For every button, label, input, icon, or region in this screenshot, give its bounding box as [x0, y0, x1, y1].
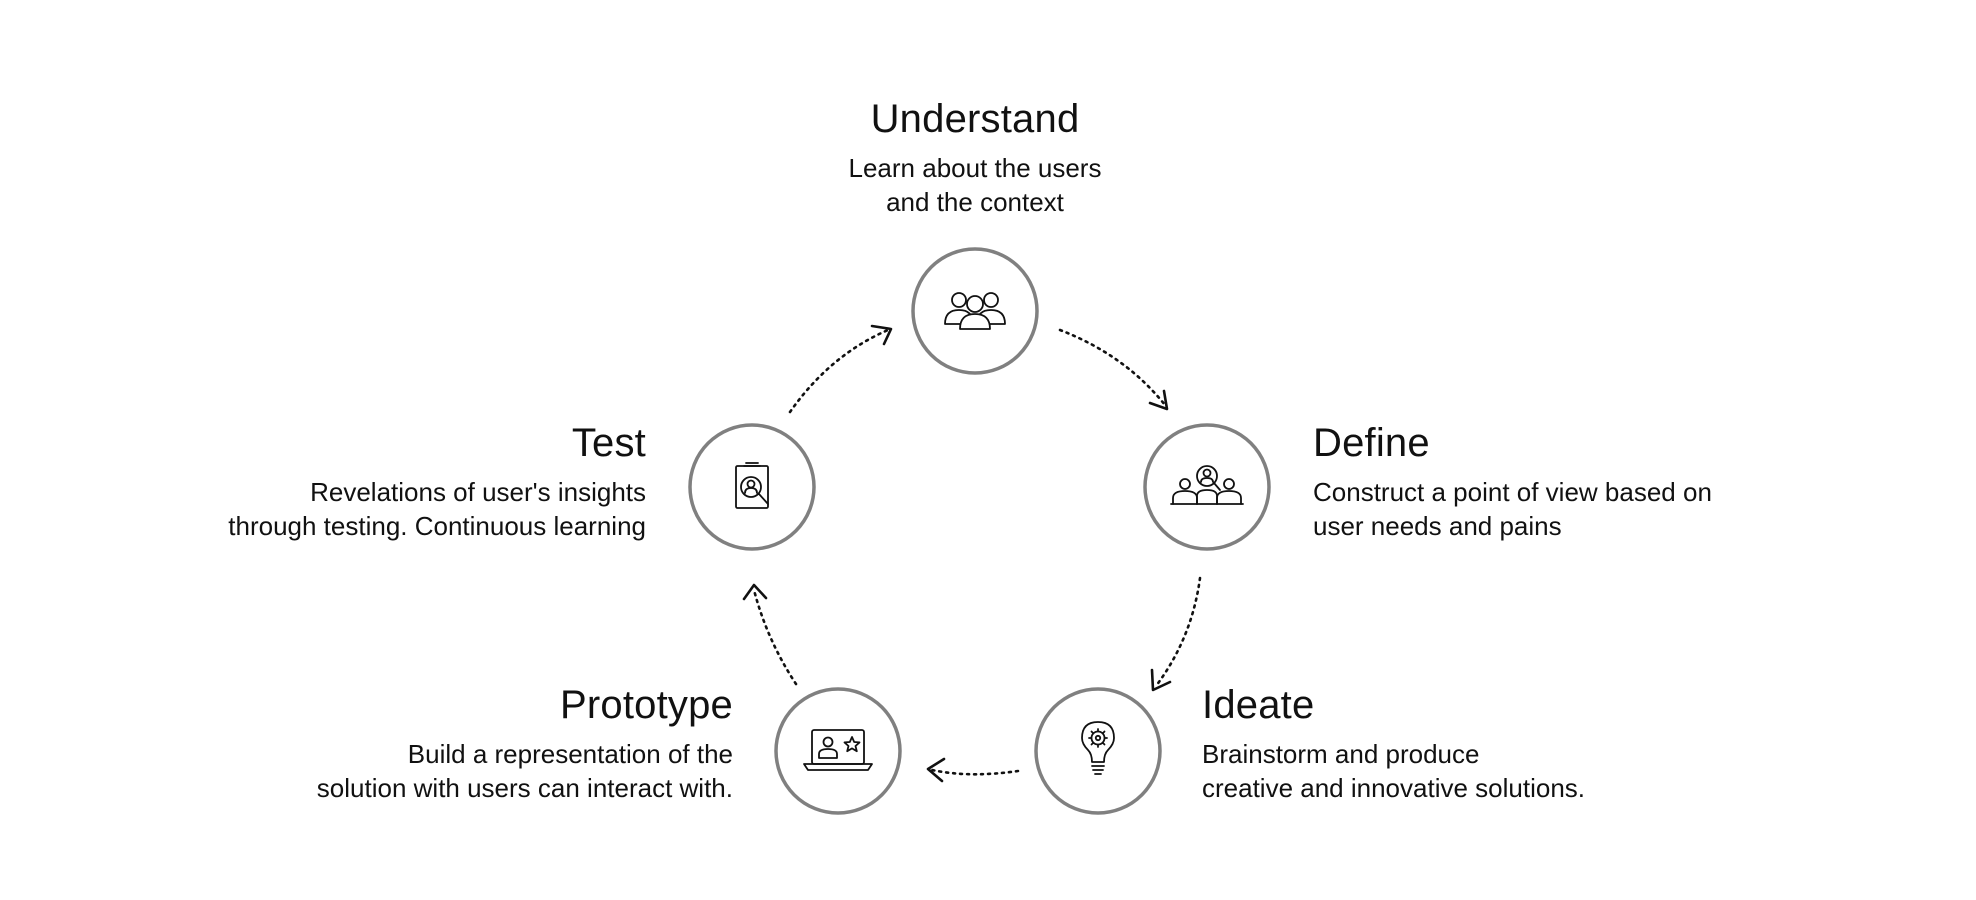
stage-title-define: Define [1313, 421, 1430, 465]
arrow-prototype-to-test [742, 583, 798, 686]
prototype-circle [774, 687, 902, 815]
stage-label-define: Define Construct a point of view based o… [1313, 419, 1913, 543]
user-research-group-icon [1170, 465, 1244, 505]
lightbulb-gear-icon [1081, 721, 1115, 775]
flow-arrows [742, 324, 1202, 783]
stage-description-test: Revelations of user's insights through t… [228, 477, 646, 541]
ideate-circle [1034, 687, 1162, 815]
users-group-icon [944, 292, 1006, 330]
stage-label-prototype: Prototype Build a representation of the … [133, 681, 733, 805]
document-magnifier-icon [735, 462, 769, 509]
node-understand [911, 247, 1039, 375]
node-test [688, 423, 816, 551]
stage-description-ideate: Brainstorm and produce creative and inno… [1202, 739, 1586, 803]
arrow-ideate-to-prototype [926, 757, 1020, 783]
stage-title-prototype: Prototype [559, 683, 733, 727]
stage-title-test: Test [571, 421, 646, 465]
stage-label-understand: Understand Learn about the users and the… [765, 95, 1185, 219]
stage-label-test: Test Revelations of user's insights thro… [46, 419, 646, 543]
stage-label-ideate: Ideate Brainstorm and produce creative a… [1202, 681, 1802, 805]
node-ideate [1034, 687, 1162, 815]
stage-title-ideate: Ideate [1202, 683, 1315, 727]
stage-description-prototype: Build a representation of the solution w… [316, 739, 733, 803]
stage-description-understand: Learn about the users and the context [848, 153, 1102, 217]
node-prototype [774, 687, 902, 815]
stage-title-understand: Understand [870, 97, 1080, 141]
arrow-understand-to-define [1058, 328, 1169, 411]
node-define [1143, 423, 1271, 551]
define-circle [1143, 423, 1271, 551]
arrow-define-to-ideate [1150, 576, 1202, 692]
laptop-user-star-icon [803, 729, 873, 771]
arrow-test-to-understand [788, 324, 893, 414]
stage-description-define: Construct a point of view based on user … [1313, 477, 1712, 541]
